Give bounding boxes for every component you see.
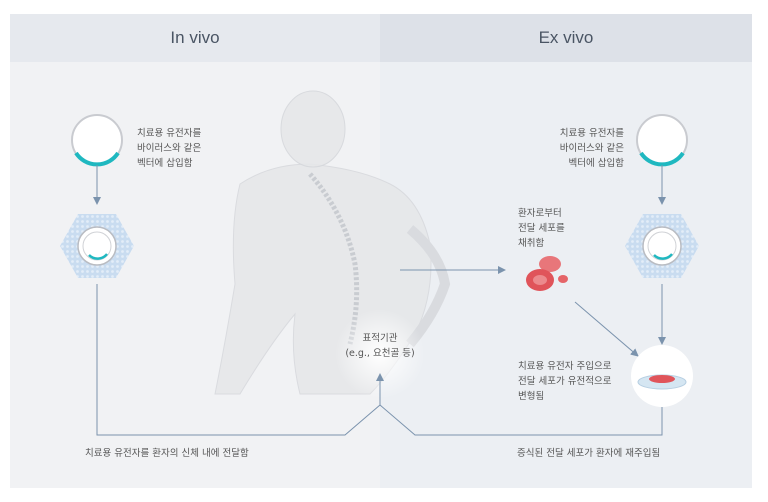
text-line: (e.g., 요천골 등)	[345, 348, 415, 359]
text-line: 치료용 유전자를	[137, 128, 202, 139]
text-line: 표적기관	[362, 333, 398, 344]
in-vivo-vector-label: 치료용 유전자를 바이러스와 같은 벡터에 삽입함	[137, 126, 201, 171]
ex-vivo-header: Ex vivo	[380, 14, 752, 62]
ex-vivo-vector-label: 치료용 유전자를 바이러스와 같은 벡터에 삽입함	[560, 126, 624, 171]
text-line: 치료용 유전자를	[559, 128, 624, 139]
harvest-cells-label: 환자로부터 전달 세포를 채취함	[518, 206, 565, 251]
human-body-illustration	[214, 90, 451, 399]
delivery-path	[96, 284, 381, 436]
text-line: 환자로부터	[518, 208, 562, 219]
reinjection-label: 증식된 전달 세포가 환자에 재주입됨	[517, 448, 661, 459]
text-line: 벡터에 삽입함	[568, 158, 624, 169]
in-vivo-header: In vivo	[10, 14, 380, 62]
modified-cells-label: 치료용 유전자 주입으로 전달 세포가 유전적으로 변형됨	[518, 359, 611, 404]
text-line: 벡터에 삽입함	[137, 158, 193, 169]
text-line: 전달 세포가 유전적으로	[518, 376, 612, 387]
target-organ-label: 표적기관 (e.g., 요천골 등)	[330, 331, 430, 361]
text-line: 전달 세포를	[518, 223, 565, 234]
ex-vivo-viral-vector-hexagon	[625, 214, 699, 278]
text-line: 치료용 유전자 주입으로	[518, 361, 612, 372]
in-vivo-vector-circle	[71, 114, 123, 167]
ex-vivo-vector-circle	[636, 114, 688, 167]
text-line: 채취함	[518, 238, 545, 249]
arrow	[574, 301, 639, 357]
text-line: 변형됨	[518, 391, 545, 402]
text-line: 바이러스와 같은	[137, 143, 202, 154]
text-line: 바이러스와 같은	[559, 143, 624, 154]
blood-cells-icon	[526, 256, 568, 291]
diagram-frame: In vivo Ex vivo	[10, 14, 752, 488]
petri-dish-icon	[631, 345, 693, 407]
in-vivo-viral-vector-hexagon	[60, 214, 134, 278]
in-vivo-delivery-label: 치료용 유전자를 환자의 신체 내에 전달함	[85, 448, 249, 459]
reinjection-path	[379, 404, 663, 436]
